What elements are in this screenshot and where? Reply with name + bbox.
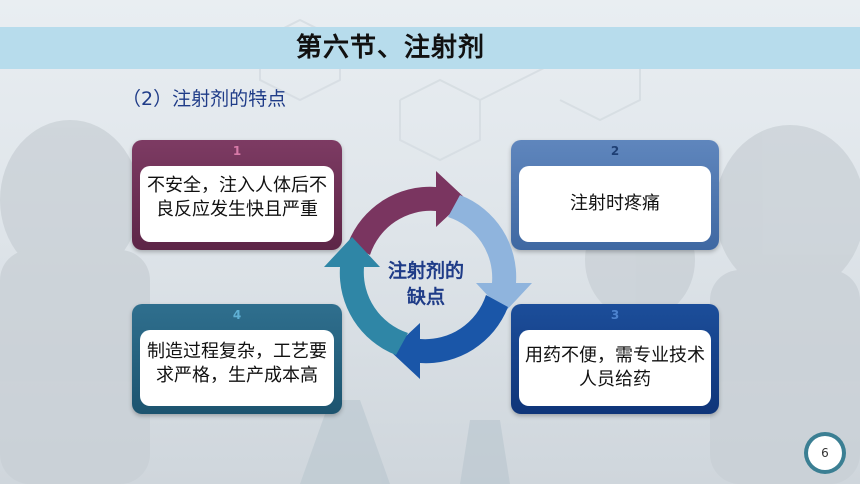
center-label-line2: 缺点: [406, 286, 445, 308]
center-label-line1: 注射剂的: [387, 260, 464, 282]
title-bar: [0, 27, 860, 69]
section-subtitle: （2）注射剂的特点: [122, 88, 287, 110]
card-1-number: 1: [232, 144, 242, 158]
cycle-arrow-bottom-icon: [390, 295, 508, 379]
card-1-text: 不安全，注入人体后不良反应发生快且严重: [140, 166, 334, 242]
cycle-arrows-diagram: [324, 171, 532, 379]
card-3-text: 用药不便，需专业技术人员给药: [519, 330, 711, 406]
card-2-text: 注射时疼痛: [519, 166, 711, 242]
cycle-arrow-right-icon: [448, 195, 532, 313]
card-2-number: 2: [610, 144, 620, 158]
card-2: 2 注射时疼痛: [511, 140, 719, 250]
cycle-arrow-top-icon: [348, 171, 466, 255]
page-number: 6: [821, 446, 829, 460]
card-1: 1 不安全，注入人体后不良反应发生快且严重: [132, 140, 342, 250]
card-4: 4 制造过程复杂，工艺要求严格，生产成本高: [132, 304, 342, 414]
card-4-text: 制造过程复杂，工艺要求严格，生产成本高: [140, 330, 334, 406]
center-label: 注射剂的 缺点: [370, 258, 482, 310]
card-3: 3 用药不便，需专业技术人员给药: [511, 304, 719, 414]
page-number-badge: 6: [804, 432, 846, 474]
card-4-number: 4: [232, 308, 242, 322]
cycle-arrow-left-icon: [324, 237, 408, 355]
card-3-number: 3: [610, 308, 620, 322]
page-title: 第六节、注射剂: [296, 33, 486, 63]
